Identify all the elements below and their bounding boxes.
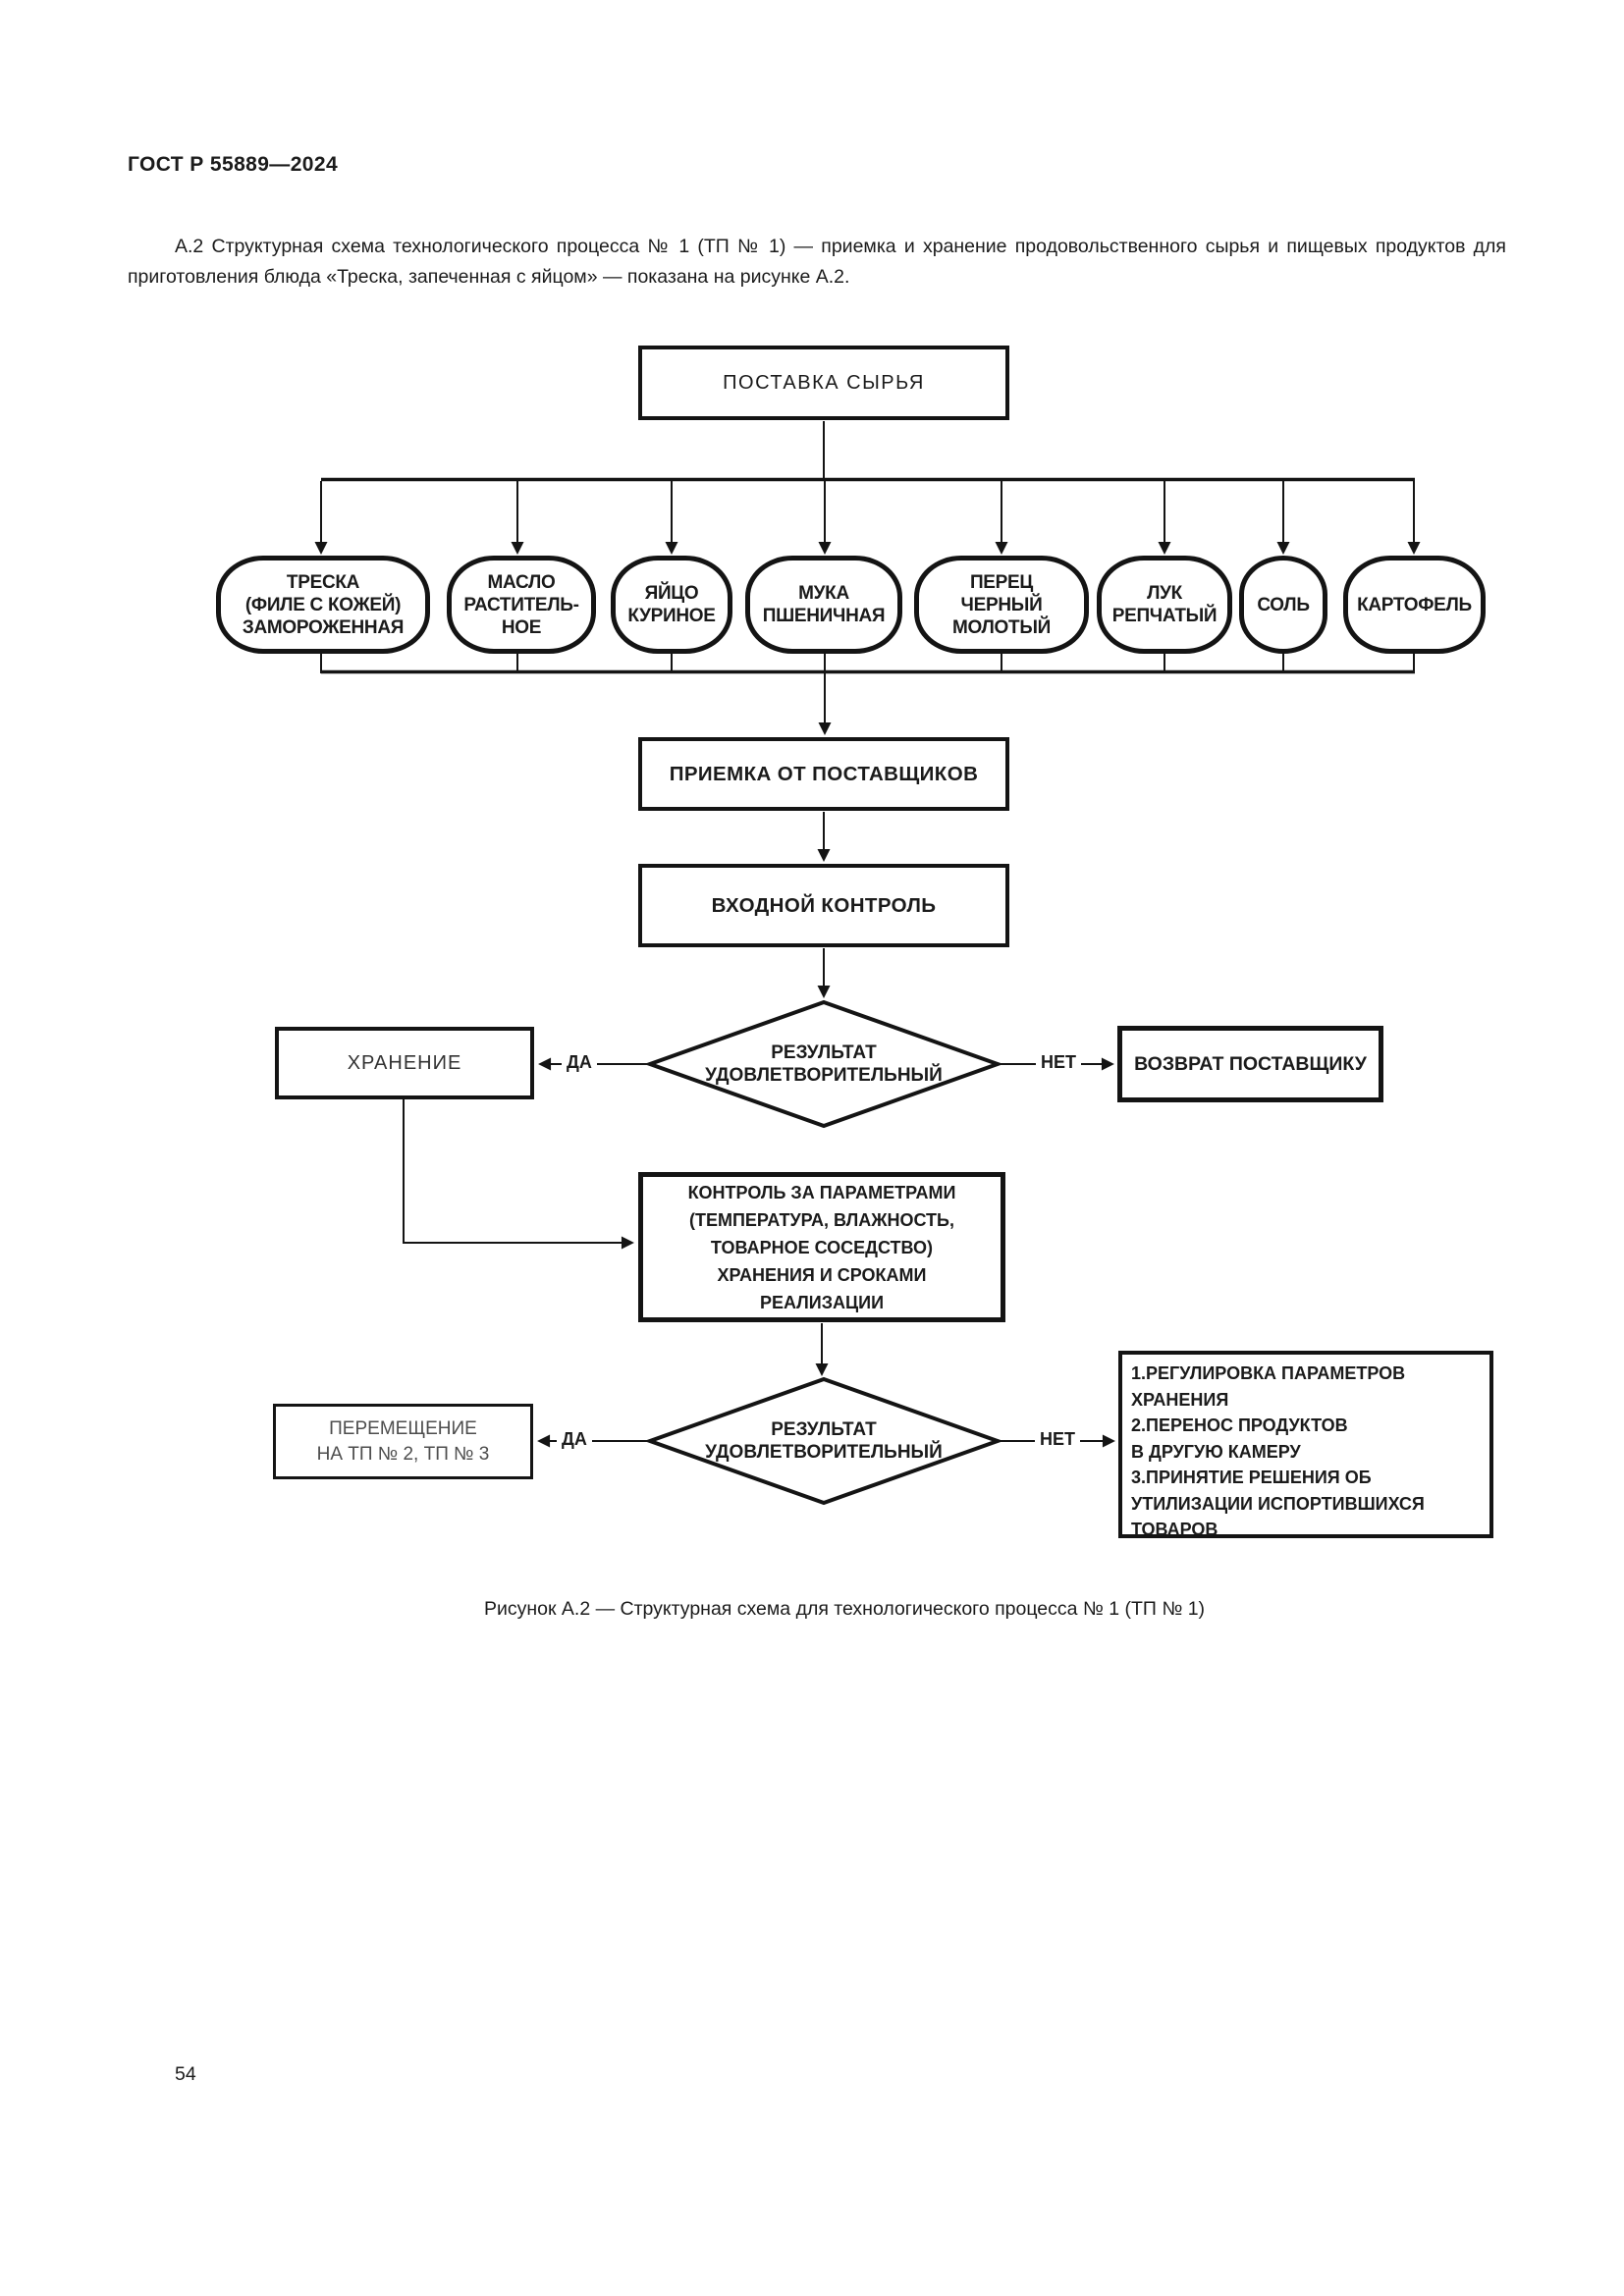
figure-caption: Рисунок А.2 — Структурная схема для техн… <box>483 1598 1206 1620</box>
node-params-control: КОНТРОЛЬ ЗА ПАРАМЕТРАМИ (ТЕМПЕРАТУРА, ВЛ… <box>638 1172 1005 1322</box>
edge-label-no-2: НЕТ <box>1035 1429 1080 1450</box>
node-corrective-actions: 1.РЕГУЛИРОВКА ПАРАМЕТРОВ ХРАНЕНИЯ 2.ПЕРЕ… <box>1118 1351 1493 1539</box>
node-supply: ПОСТАВКА СЫРЬЯ <box>638 346 1009 420</box>
node-return-to-supplier: ВОЗВРАТ ПОСТАВЩИКУ <box>1117 1026 1383 1102</box>
node-acceptance: ПРИЕМКА ОТ ПОСТАВЩИКОВ <box>638 737 1009 811</box>
ingredient-oval-egg: ЯЙЦО КУРИНОЕ <box>611 556 732 654</box>
node-move-to-tp: ПЕРЕМЕЩЕНИЕ НА ТП № 2, ТП № 3 <box>273 1404 533 1479</box>
ingredient-oval-flour: МУКА ПШЕНИЧНАЯ <box>745 556 902 654</box>
ingredient-oval-potato: КАРТОФЕЛЬ <box>1343 556 1486 654</box>
node-storage: ХРАНЕНИЕ <box>275 1027 534 1099</box>
decision-result-2: РЕЗУЛЬТАТ УДОВЛЕТВОРИТЕЛЬНЫЙ <box>705 1419 943 1463</box>
ingredient-oval-onion: ЛУК РЕПЧАТЫЙ <box>1097 556 1232 654</box>
ingredient-oval-oil: МАСЛО РАСТИТЕЛЬ- НОЕ <box>447 556 596 654</box>
intro-paragraph: А.2 Структурная схема технологического п… <box>128 236 1506 288</box>
ingredient-oval-salt: СОЛЬ <box>1239 556 1327 654</box>
ingredient-oval-pepper: ПЕРЕЦ ЧЕРНЫЙ МОЛОТЫЙ <box>914 556 1089 654</box>
edge-label-yes-1: ДА <box>562 1052 597 1073</box>
edge-label-no-1: НЕТ <box>1036 1052 1081 1073</box>
page-number: 54 <box>175 2063 196 2085</box>
node-input-control: ВХОДНОЙ КОНТРОЛЬ <box>638 864 1009 947</box>
ingredient-oval-cod: ТРЕСКА (ФИЛЕ С КОЖЕЙ) ЗАМОРОЖЕННАЯ <box>216 556 430 654</box>
document-code: ГОСТ Р 55889—2024 <box>128 153 339 176</box>
edge-label-yes-2: ДА <box>557 1429 592 1450</box>
decision-result-1: РЕЗУЛЬТАТ УДОВЛЕТВОРИТЕЛЬНЫЙ <box>705 1042 943 1086</box>
